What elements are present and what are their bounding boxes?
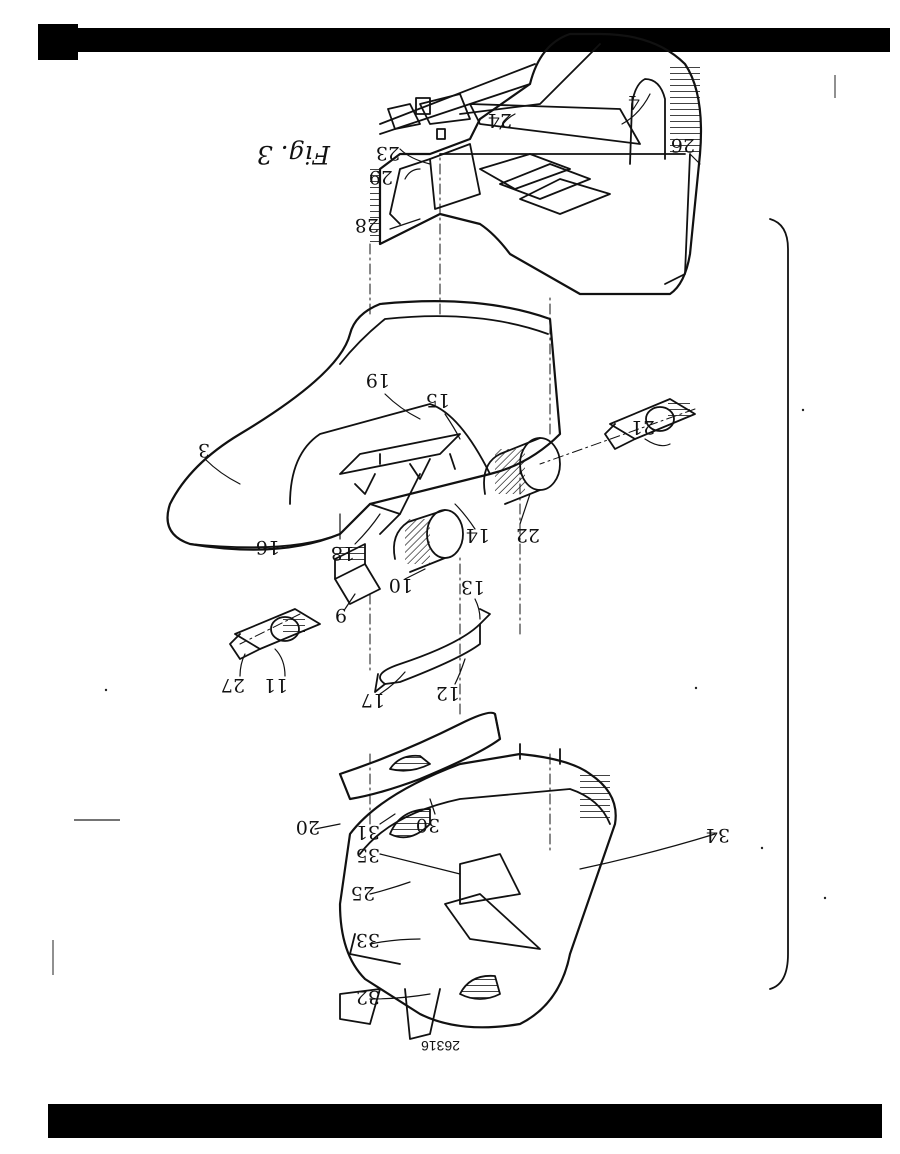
part-clip-12 bbox=[375, 609, 490, 692]
drawing-number: 26316 bbox=[421, 1038, 460, 1054]
callout-label: 11 bbox=[264, 675, 288, 694]
callout-label: 35 bbox=[356, 845, 380, 864]
callout-label: 28 bbox=[355, 215, 379, 234]
callout-label: 4 bbox=[628, 92, 640, 111]
callout-label: 19 bbox=[366, 370, 390, 389]
callout-label: 22 bbox=[516, 525, 540, 544]
figure-bracket bbox=[770, 219, 788, 989]
assembly-guide-lines bbox=[240, 154, 695, 854]
callout-label: 12 bbox=[436, 683, 460, 702]
callout-label: 33 bbox=[356, 930, 380, 949]
callout-label: 20 bbox=[296, 817, 320, 836]
callout-label: 14 bbox=[466, 525, 490, 544]
callout-label: 34 bbox=[706, 825, 730, 844]
figure-caption: Fig. 3 bbox=[257, 140, 330, 169]
part-base-housing bbox=[370, 34, 701, 294]
callout-label: 10 bbox=[389, 575, 413, 594]
callout-label: 9 bbox=[335, 605, 347, 624]
callout-label: 31 bbox=[356, 822, 380, 841]
callout-label: 16 bbox=[256, 537, 280, 556]
callout-label: 3 bbox=[198, 440, 210, 459]
callout-label: 24 bbox=[488, 110, 512, 129]
part-plate-20 bbox=[340, 713, 500, 799]
callout-label: 15 bbox=[426, 390, 450, 409]
callout-label: 30 bbox=[416, 815, 440, 834]
part-roller-10 bbox=[394, 510, 463, 572]
callout-label: 21 bbox=[631, 417, 655, 436]
part-roller-22 bbox=[484, 438, 560, 504]
callout-label: 13 bbox=[461, 577, 485, 596]
part-tray bbox=[168, 301, 561, 549]
callout-label: 32 bbox=[356, 987, 380, 1006]
callout-label: 18 bbox=[331, 543, 355, 562]
part-pin-11 bbox=[230, 609, 320, 659]
callout-label: 23 bbox=[376, 143, 400, 162]
callout-label: 29 bbox=[369, 167, 393, 186]
callout-label: 27 bbox=[221, 675, 245, 694]
callout-label: 26 bbox=[671, 135, 695, 154]
callout-label: 17 bbox=[361, 690, 385, 709]
callout-label: 25 bbox=[351, 883, 375, 902]
